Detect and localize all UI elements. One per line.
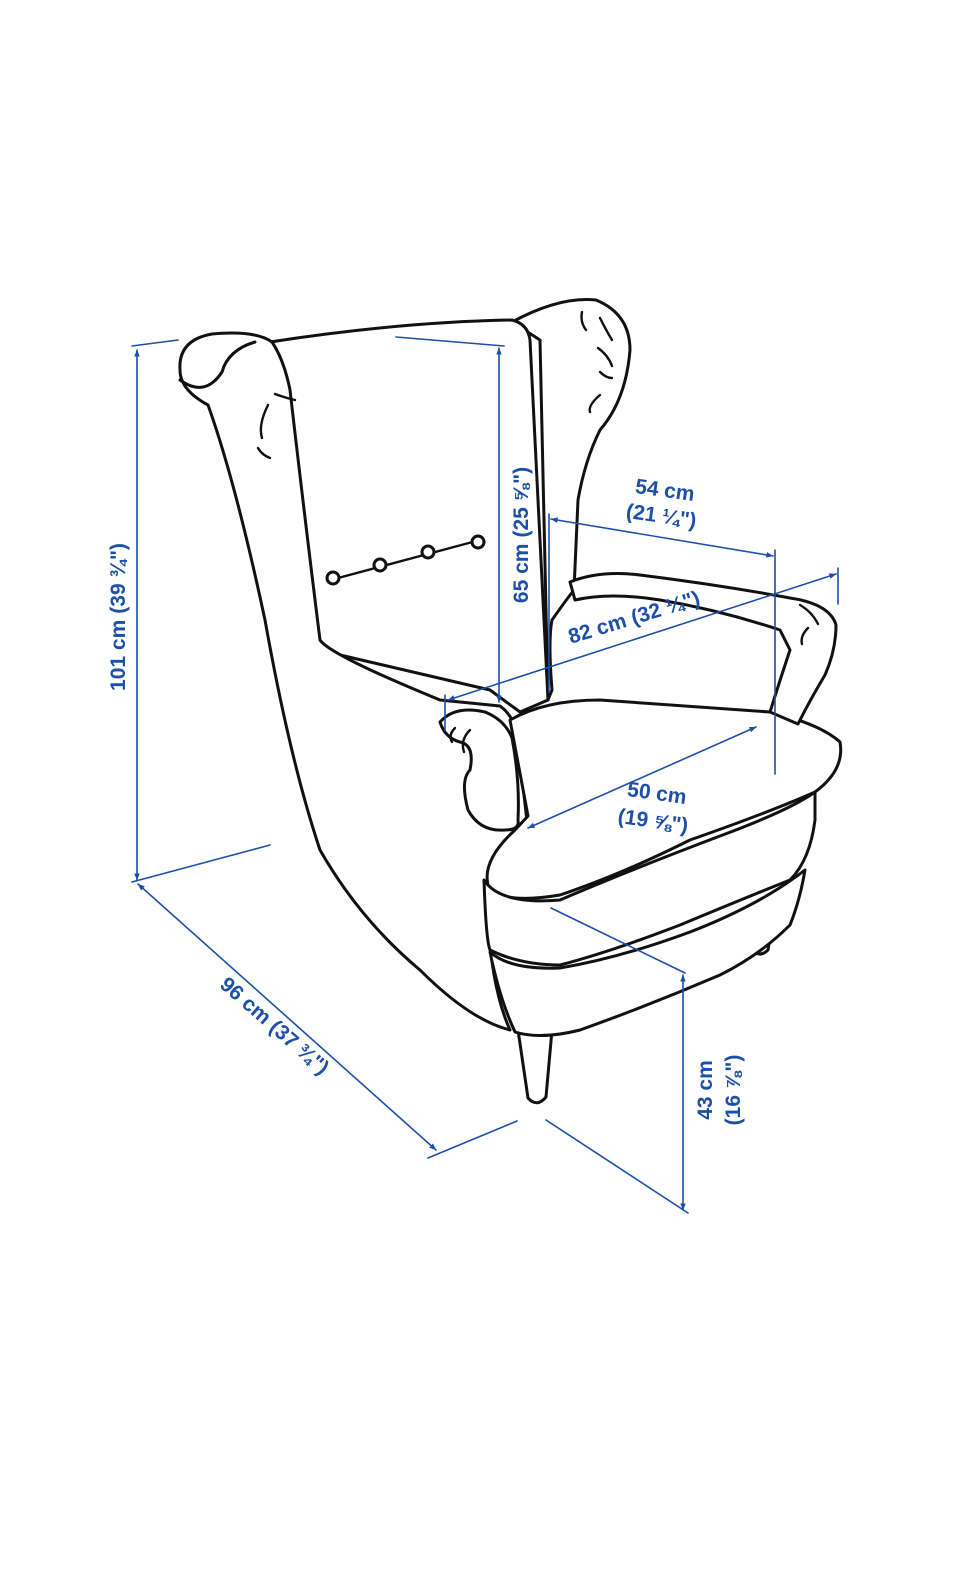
seat-width-line [550,517,774,558]
back-height-label: 65 cm(25 ⅝") [510,467,533,603]
total-width-line [447,573,837,701]
seat-width-label: 54 cm (21 ¼") [625,475,698,533]
svg-text:(16 ⅞"): (16 ⅞") [722,1055,745,1126]
total-depth-line [137,883,437,1151]
seat-front [482,790,817,967]
seat-height-label: 43 cm (16 ⅞") [694,1055,745,1126]
button-4 [470,534,486,550]
left-armrest [438,708,520,832]
button-1 [325,570,341,586]
dimension-lines [131,336,839,1214]
tufting-buttons [325,534,486,586]
total-height-label: 101 cm(39 ¾") [107,543,130,691]
seat-depth-line [527,726,757,829]
button-3 [420,544,436,560]
seat-base [488,868,807,1038]
svg-text:43 cm: 43 cm [694,1060,717,1120]
button-2 [372,557,388,573]
leg-front-left [516,1028,554,1105]
total-depth-label: 96 cm(37 ¾") [215,973,333,1080]
armchair-illustration [178,298,843,1105]
